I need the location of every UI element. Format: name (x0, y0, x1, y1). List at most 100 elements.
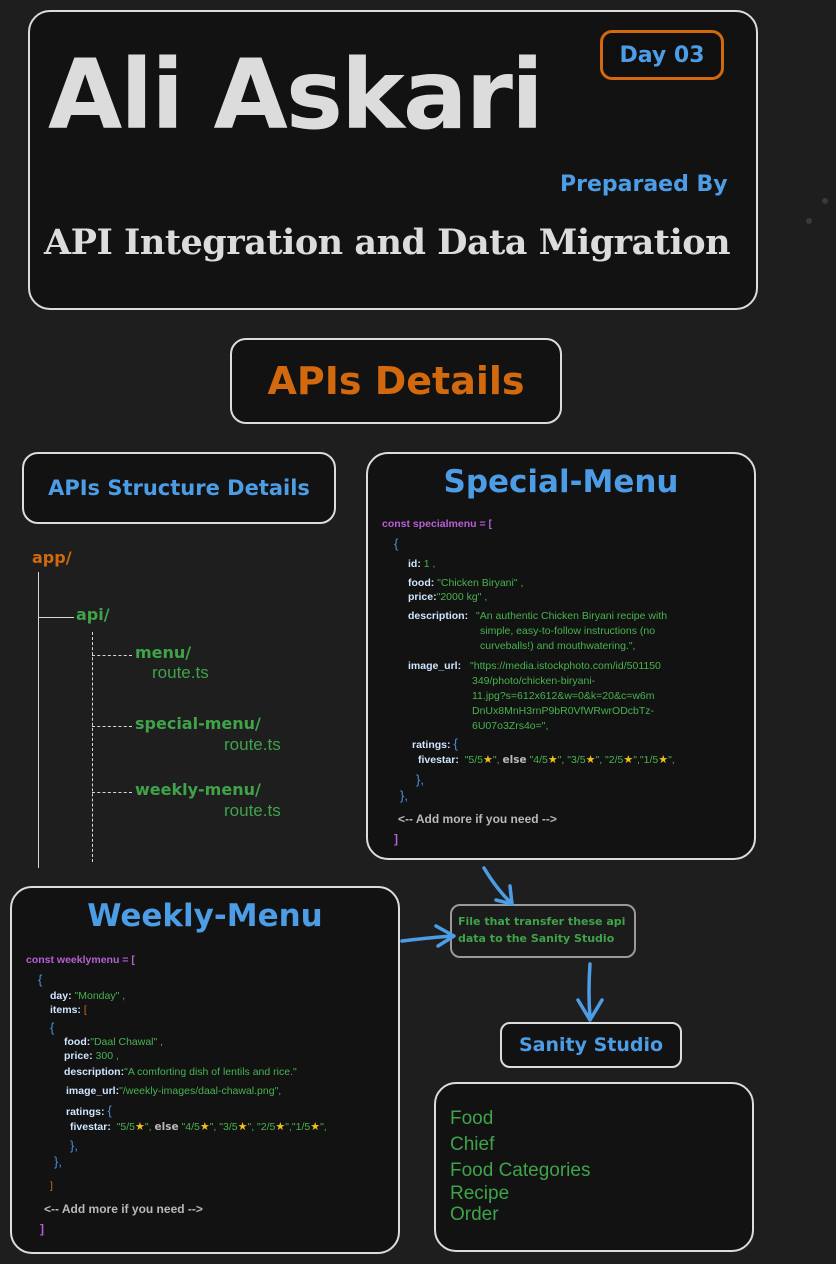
weekly-close-items: ] (50, 1180, 53, 1192)
weekly-fivestar-key: fivestar: (70, 1121, 111, 1133)
apis-details-title: APIs Details (267, 359, 525, 403)
schema-item-chief: Chief (450, 1134, 495, 1155)
tree-special-menu-folder: special-menu/ (135, 714, 261, 733)
special-price-key: price: (408, 591, 437, 603)
weekly-fivestar-line: fivestar: "5/5★", else "4/5★", "3/5★", "… (70, 1120, 327, 1133)
rating-text: ","1/5 (633, 754, 659, 766)
arrow-icon (482, 866, 512, 904)
weekly-description-line: description:"A comforting dish of lentil… (64, 1066, 297, 1078)
special-description-line-1: "An authentic Chicken Biryani recipe wit… (476, 610, 668, 622)
star-icon: ★ (483, 754, 493, 766)
star-icon: ★ (135, 1121, 145, 1133)
structure-title-box: APIs Structure Details (22, 452, 336, 524)
weekly-items-bracket: [ (83, 1004, 87, 1016)
special-close-array: ] (394, 832, 398, 846)
rating-text: "5/5 (464, 754, 484, 766)
schema-item-recipe: Recipe (450, 1183, 510, 1204)
tree-menu-file: route.ts (152, 663, 209, 682)
schema-item-order: Order (450, 1204, 499, 1225)
weekly-food-line: food:"Daal Chawal" , (64, 1036, 163, 1048)
special-description-key: description: (408, 610, 469, 622)
special-menu-card: Special-Menu const specialmenu = [ { id:… (366, 452, 756, 860)
tree-menu-folder: menu/ (135, 643, 192, 662)
else-keyword: else (502, 754, 527, 766)
weekly-description-value: "A comforting dish of lentils and rice." (124, 1066, 297, 1078)
rating-text: ", "3/5 (209, 1121, 238, 1133)
star-icon: ★ (237, 1121, 248, 1133)
weekly-menu-title: Weekly-Menu (87, 898, 323, 934)
special-image-key: image_url: (408, 660, 462, 672)
special-image-line-3: 11.jpg?s=612x612&w=0&k=20&c=w6m (472, 690, 655, 702)
special-image-line-5: 6U07o3Zrs4o=", (472, 720, 549, 732)
special-add-more: <-- Add more if you need --> (398, 812, 557, 826)
schemas-card: Food Chief Food Categories Recipe Order (434, 1082, 754, 1252)
special-id-key: id: (408, 558, 421, 570)
rating-text: ", (492, 754, 500, 766)
decor-dot (806, 218, 812, 224)
special-image-line-2: 349/photo/chicken-biryani- (472, 675, 596, 687)
tree-connector (38, 617, 74, 618)
special-image-line-1: "https://media.istockphoto.com/id/501150 (470, 660, 661, 672)
special-close-item: }, (400, 788, 408, 803)
special-open-brace: { (394, 536, 399, 551)
rating-text: ", (144, 1121, 152, 1133)
tree-root-folder: app/ (32, 548, 72, 567)
star-icon: ★ (623, 754, 634, 766)
special-description-line-2: simple, easy-to-follow instructions (no (480, 625, 656, 637)
arrow-icon (494, 884, 514, 906)
special-food-line: food: "Chicken Biryani" , (408, 577, 523, 589)
tree-special-menu-file: route.ts (224, 735, 281, 754)
schema-item-food: Food (450, 1108, 494, 1129)
weekly-ratings-line: ratings: { (66, 1103, 112, 1118)
special-image-line-4: DnUx8MnH3rnP9bR0VfWRwrODcbTz- (472, 705, 655, 717)
star-icon: ★ (275, 1121, 286, 1133)
schema-item-food-categories: Food Categories (450, 1160, 591, 1181)
special-price-value: "2000 kg" , (436, 591, 488, 603)
weekly-close-ratings: }, (70, 1138, 78, 1153)
star-icon: ★ (658, 754, 669, 766)
weekly-image-line: image_url:"/weekly-images/daal-chawal.pn… (66, 1085, 281, 1097)
page-subtitle: API Integration and Data Migration (44, 222, 731, 263)
special-description-line-3: curveballs!) and mouthwatering.", (480, 640, 636, 652)
transfer-note-line-2: data to the Sanity Studio (458, 932, 615, 945)
weekly-add-more: <-- Add more if you need --> (44, 1202, 203, 1216)
transfer-note-line-1: File that transfer these api (458, 915, 626, 928)
weekly-food-value: "Daal Chawal" , (90, 1036, 164, 1048)
arrow-icon (576, 998, 604, 1022)
weekly-day-key: day: (50, 990, 72, 1002)
rating-text: ", "2/5 (247, 1121, 276, 1133)
star-icon: ★ (547, 754, 558, 766)
weekly-description-key: description: (64, 1066, 125, 1078)
special-food-key: food: (408, 577, 435, 589)
decor-dot (822, 198, 828, 204)
weekly-ratings-key: ratings: (66, 1106, 105, 1118)
rating-text: "4/5 (529, 754, 548, 766)
rating-text: ", "2/5 (595, 754, 624, 766)
rating-text: ","1/5 (285, 1121, 311, 1133)
weekly-open-brace: { (38, 972, 43, 987)
rating-text: "4/5 (181, 1121, 200, 1133)
sanity-studio-label: Sanity Studio (518, 1034, 664, 1056)
weekly-day-value: "Monday" , (74, 990, 126, 1002)
else-keyword: else (154, 1121, 179, 1133)
weekly-menu-card: Weekly-Menu const weeklymenu = [ { day: … (10, 886, 400, 1254)
weekly-close-array: ] (40, 1222, 44, 1236)
special-food-value: "Chicken Biryani" , (437, 577, 524, 589)
tree-connector (92, 632, 93, 862)
arrow-icon (587, 962, 592, 1020)
special-price-line: price:"2000 kg" , (408, 591, 487, 603)
structure-title: APIs Structure Details (48, 476, 310, 500)
weekly-ratings-brace: { (107, 1103, 112, 1118)
tree-connector (92, 792, 132, 793)
prepared-by-label: Preparaed By (560, 172, 728, 197)
weekly-price-line: price: 300 , (64, 1050, 119, 1062)
weekly-item-brace: { (50, 1020, 55, 1035)
star-icon: ★ (310, 1121, 321, 1133)
tree-connector (38, 572, 39, 868)
weekly-price-key: price: (64, 1050, 93, 1062)
tree-connector (92, 726, 132, 727)
apis-details-title-box: APIs Details (230, 338, 562, 424)
special-fivestar-key: fivestar: (418, 754, 459, 766)
weekly-day-line: day: "Monday" , (50, 990, 125, 1002)
sanity-studio-box: Sanity Studio (500, 1022, 682, 1068)
